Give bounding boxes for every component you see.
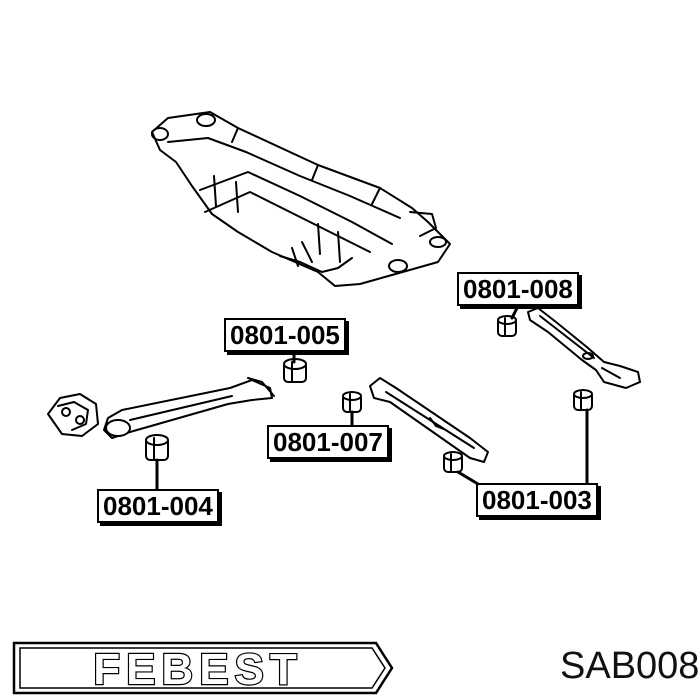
part-label-0801-004[interactable]: 0801-004 — [97, 489, 219, 523]
lateral-link-arm — [369, 377, 489, 463]
bushing-0801-008 — [497, 315, 517, 337]
part-label-0801-008[interactable]: 0801-008 — [457, 272, 579, 306]
part-label-0801-007[interactable]: 0801-007 — [267, 425, 389, 459]
logo-text: FEBEST — [93, 645, 303, 694]
bushing-0801-004 — [145, 434, 169, 461]
trailing-link-arm — [47, 377, 275, 439]
part-label-0801-003[interactable]: 0801-003 — [476, 483, 598, 517]
upper-link-arm — [527, 307, 641, 389]
part-label-0801-005[interactable]: 0801-005 — [224, 318, 346, 352]
part-code: SAB008 — [560, 645, 700, 687]
bushing-0801-007 — [342, 391, 362, 413]
bushing-0801-003a — [443, 451, 463, 473]
bushing-0801-003b — [573, 389, 593, 411]
subframe-crossmember — [151, 111, 451, 287]
